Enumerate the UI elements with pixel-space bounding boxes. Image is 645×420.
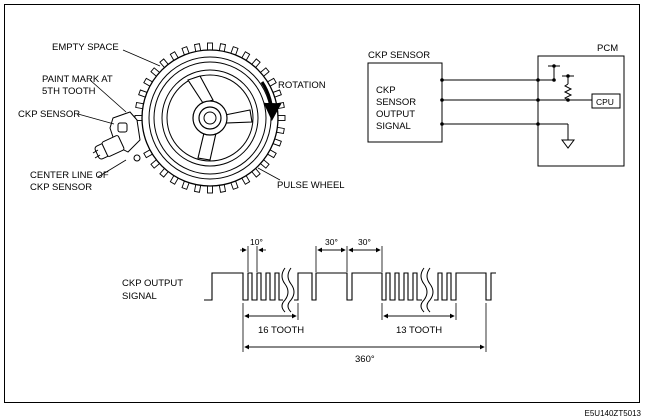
tooth-13-label: 13 TOOTH <box>396 325 442 336</box>
signal-dimensions <box>240 246 487 352</box>
cpu-box <box>591 93 621 109</box>
ckp-sensor-box <box>367 62 443 143</box>
angle-360-label: 360° <box>355 354 375 365</box>
output-label-2: SENSOR <box>376 97 416 108</box>
pcm-title: PCM <box>597 43 618 54</box>
ckp-sensor-label: CKP SENSOR <box>18 109 80 120</box>
angle-30b-label: 30° <box>358 237 371 247</box>
center-line-label-2: CKP SENSOR <box>30 182 92 193</box>
figure-code: E5U140ZT5013 <box>584 409 641 418</box>
output-label-3: OUTPUT <box>376 109 415 120</box>
rotation-label: ROTATION <box>278 80 326 91</box>
center-line-label-1: CENTER LINE OF <box>30 170 109 181</box>
circuit-diagram <box>367 55 625 167</box>
ckp-output-label-1: CKP OUTPUT <box>122 278 183 289</box>
output-label-4: SIGNAL <box>376 121 411 132</box>
angle-30a-label: 30° <box>325 237 338 247</box>
paint-mark-label-2: 5TH TOOTH <box>42 86 96 97</box>
circuit-nodes <box>440 64 570 126</box>
ckp-sensor-body <box>92 111 141 162</box>
wheel-leaders <box>77 49 281 181</box>
pulse-wheel <box>134 42 286 194</box>
ckp-output-label-2: SIGNAL <box>122 291 157 302</box>
pulse-wheel-label: PULSE WHEEL <box>277 180 345 191</box>
empty-space-label: EMPTY SPACE <box>52 42 119 53</box>
tooth-16-label: 16 TOOTH <box>258 325 304 336</box>
angle-10-label: 10° <box>250 237 263 247</box>
circuit-ckp-sensor-title: CKP SENSOR <box>368 50 430 61</box>
paint-mark-label-1: PAINT MARK AT <box>42 74 113 85</box>
pcm-box <box>537 55 625 167</box>
output-label-1: CKP <box>376 85 396 96</box>
ckp-output-signal <box>204 267 496 313</box>
cpu-label: CPU <box>596 97 614 107</box>
figure-frame <box>4 4 640 403</box>
